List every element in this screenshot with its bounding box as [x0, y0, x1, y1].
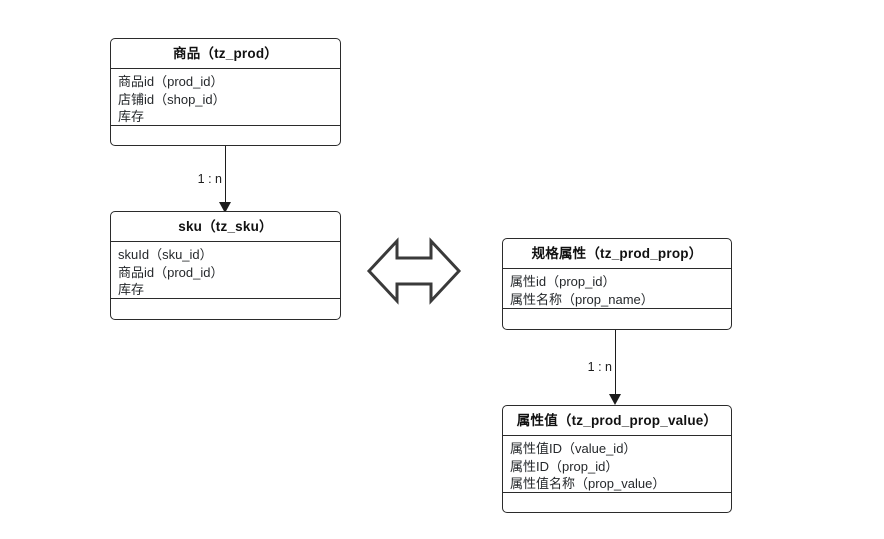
- entity-box-tz-prod-prop-value[interactable]: 属性值（tz_prod_prop_value） 属性值ID（value_id） …: [502, 405, 732, 513]
- attribute-row: 库存: [118, 109, 145, 124]
- entity-methods-tz-prod-prop-value: [503, 493, 731, 512]
- double-headed-arrow-icon: [366, 236, 462, 306]
- connector-arrowhead-icon: [219, 202, 232, 213]
- entity-attributes-tz-sku: skuId（sku_id） 商品id（prod_id） 库存: [111, 242, 340, 299]
- attribute-row: 商品id（prod_id）: [118, 264, 224, 280]
- entity-attributes-tz-prod-prop-value: 属性值ID（value_id） 属性ID（prop_id） 属性值名称（prop…: [503, 436, 731, 493]
- connector-prop-to-prop-value: 1 : n: [580, 330, 650, 406]
- entity-box-tz-prod-prop[interactable]: 规格属性（tz_prod_prop） 属性id（prop_id） 属性名称（pr…: [502, 238, 732, 330]
- entity-title-tz-sku: sku（tz_sku）: [111, 212, 340, 242]
- attribute-row: 属性值ID（value_id）: [510, 441, 637, 456]
- connector-arrowhead-icon: [609, 394, 622, 405]
- attribute-row: 属性值名称（prop_value）: [510, 476, 666, 491]
- attribute-row: 库存: [118, 282, 145, 297]
- entity-box-tz-sku[interactable]: sku（tz_sku） skuId（sku_id） 商品id（prod_id） …: [110, 211, 341, 320]
- attribute-row: 属性名称（prop_name）: [510, 291, 654, 307]
- connector-label: 1 : n: [587, 360, 612, 374]
- entity-attributes-tz-prod-prop: 属性id（prop_id） 属性名称（prop_name）: [503, 269, 731, 309]
- entity-methods-tz-sku: [111, 299, 340, 319]
- attribute-row: 商品id（prod_id）: [118, 74, 224, 89]
- entity-methods-tz-prod-prop: [503, 309, 731, 329]
- attribute-row: 属性ID（prop_id）: [510, 458, 619, 474]
- connector-line: [225, 146, 226, 203]
- entity-methods-tz-prod: [111, 126, 340, 145]
- attribute-row: 属性id（prop_id）: [510, 274, 616, 289]
- connector-line: [615, 330, 616, 395]
- connector-prod-to-sku: 1 : n: [190, 146, 260, 214]
- entity-title-tz-prod: 商品（tz_prod）: [111, 39, 340, 69]
- entity-attributes-tz-prod: 商品id（prod_id） 店铺id（shop_id） 库存: [111, 69, 340, 126]
- connector-label: 1 : n: [197, 172, 222, 186]
- attribute-row: skuId（sku_id）: [118, 247, 213, 262]
- entity-title-tz-prod-prop: 规格属性（tz_prod_prop）: [503, 239, 731, 269]
- entity-box-tz-prod[interactable]: 商品（tz_prod） 商品id（prod_id） 店铺id（shop_id） …: [110, 38, 341, 146]
- entity-title-tz-prod-prop-value: 属性值（tz_prod_prop_value）: [503, 406, 731, 436]
- attribute-row: 店铺id（shop_id）: [118, 91, 226, 107]
